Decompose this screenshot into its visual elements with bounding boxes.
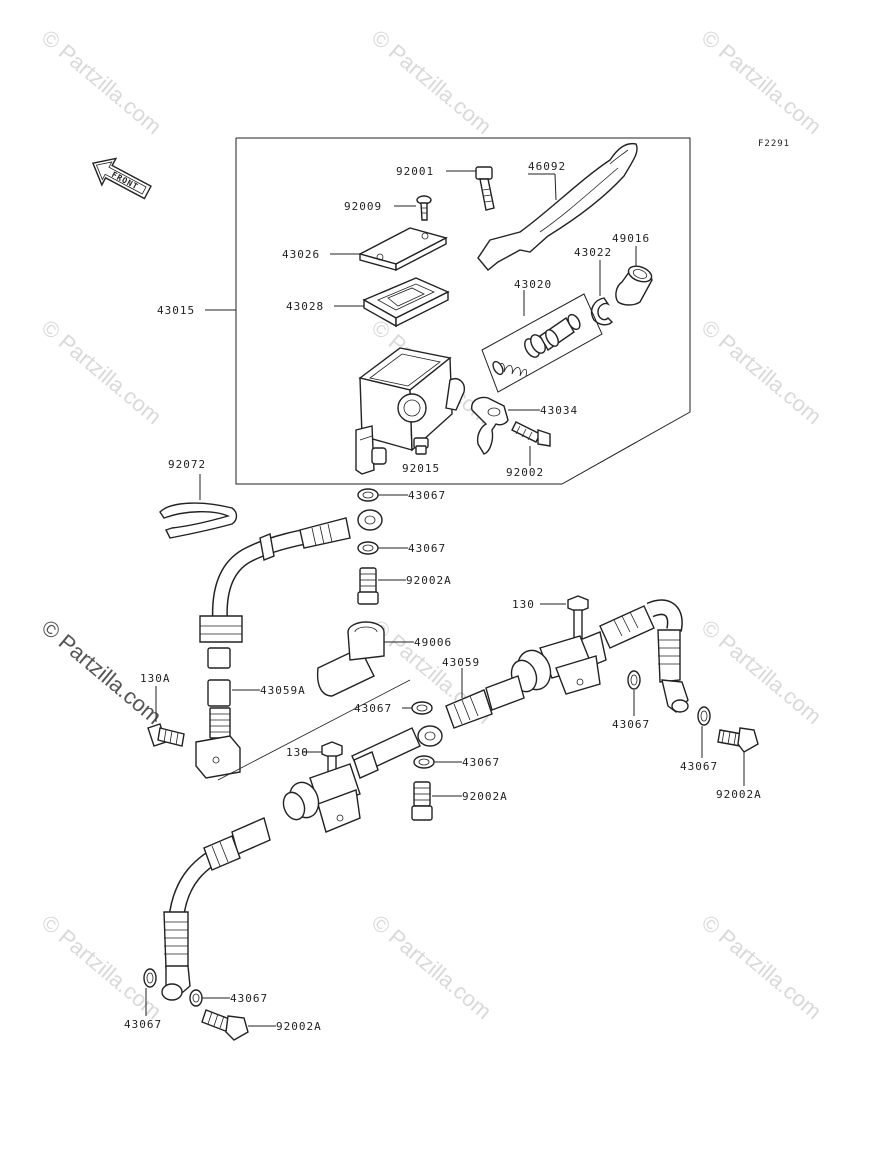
label-49006: 49006: [414, 636, 452, 649]
washer-43067: [627, 670, 641, 690]
assembly-box-43015: [235, 137, 691, 485]
watermark: © Partzilla.com: [367, 910, 497, 1024]
label-43067-a: 43067: [408, 489, 446, 502]
washer-43067: [357, 541, 379, 555]
boot-49016: [615, 265, 653, 306]
label-92002A-b: 92002A: [716, 788, 762, 801]
label-43059A: 43059A: [260, 684, 306, 697]
watermark: © Partzilla.com: [697, 25, 827, 139]
washer-43067: [143, 968, 157, 988]
label-43020: 43020: [514, 278, 552, 291]
bolt-130A: [147, 723, 185, 747]
label-130A: 130A: [140, 672, 171, 685]
label-43067-c: 43067: [354, 702, 392, 715]
watermark: © Partzilla.com: [367, 25, 497, 139]
bleeder-92015: [413, 437, 429, 455]
lever-46092: [477, 142, 638, 271]
label-43022: 43022: [574, 246, 612, 259]
joint-49006: [316, 621, 385, 697]
label-43026: 43026: [282, 248, 320, 261]
brake-hose-lower: [161, 727, 421, 1001]
bolt-92001: [475, 166, 495, 211]
piston-kit-43020-frame: [481, 293, 603, 393]
watermark: © Partzilla.com: [697, 315, 827, 429]
washer-43067: [413, 755, 435, 769]
washer-43067: [357, 488, 379, 502]
brake-hose-43059A: [195, 509, 383, 779]
label-92001: 92001: [396, 165, 434, 178]
label-43067-g: 43067: [230, 992, 268, 1005]
banjo-bolt-92002A: [357, 567, 379, 605]
front-arrow-icon: FRONT: [91, 157, 152, 200]
master-cylinder-body: [355, 347, 465, 475]
watermark: © Partzilla.com: [697, 910, 827, 1024]
brake-hose-43059: [417, 599, 689, 747]
diaphragm-43028: [362, 277, 450, 328]
screw-92009: [416, 195, 432, 221]
label-46092: 46092: [528, 160, 566, 173]
banjo-bolt-92002A: [411, 781, 433, 821]
washer-43067: [189, 989, 203, 1007]
label-49016: 49016: [612, 232, 650, 245]
label-43015: 43015: [157, 304, 195, 317]
clamp-43034: [471, 396, 509, 455]
label-92002A-a: 92002A: [406, 574, 452, 587]
label-92002A-d: 92002A: [276, 1020, 322, 1033]
diagram-code: F2291: [758, 139, 790, 149]
washer-43067: [411, 701, 433, 715]
label-43034: 43034: [540, 404, 578, 417]
label-130-a: 130: [512, 598, 535, 611]
banjo-bolt-92002A: [201, 1009, 249, 1041]
watermark: © Partzilla.com: [37, 25, 167, 139]
label-92009: 92009: [344, 200, 382, 213]
label-43067-h: 43067: [124, 1018, 162, 1031]
banjo-bolt-92002A: [717, 727, 759, 753]
cap-43026: [358, 227, 448, 272]
label-43067-d: 43067: [612, 718, 650, 731]
watermark: © Partzilla.com: [697, 615, 827, 729]
watermark: © Partzilla.com: [37, 910, 167, 1024]
label-43067-f: 43067: [462, 756, 500, 769]
label-130-b: 130: [286, 746, 309, 759]
label-43067-e: 43067: [680, 760, 718, 773]
piston-kit-43020: [492, 313, 581, 377]
label-92002: 92002: [506, 466, 544, 479]
bolt-92002: [511, 421, 551, 447]
divider-line: [217, 679, 411, 781]
label-43028: 43028: [286, 300, 324, 313]
band-92072: [159, 502, 238, 539]
bolt-130: [567, 595, 589, 639]
label-92002A-c: 92002A: [462, 790, 508, 803]
label-92072: 92072: [168, 458, 206, 471]
label-43059: 43059: [442, 656, 480, 669]
washer-43067: [697, 706, 711, 726]
label-92015: 92015: [402, 462, 440, 475]
watermark: © Partzilla.com: [37, 315, 167, 429]
circlip-43022: [590, 297, 613, 326]
label-43067-b: 43067: [408, 542, 446, 555]
